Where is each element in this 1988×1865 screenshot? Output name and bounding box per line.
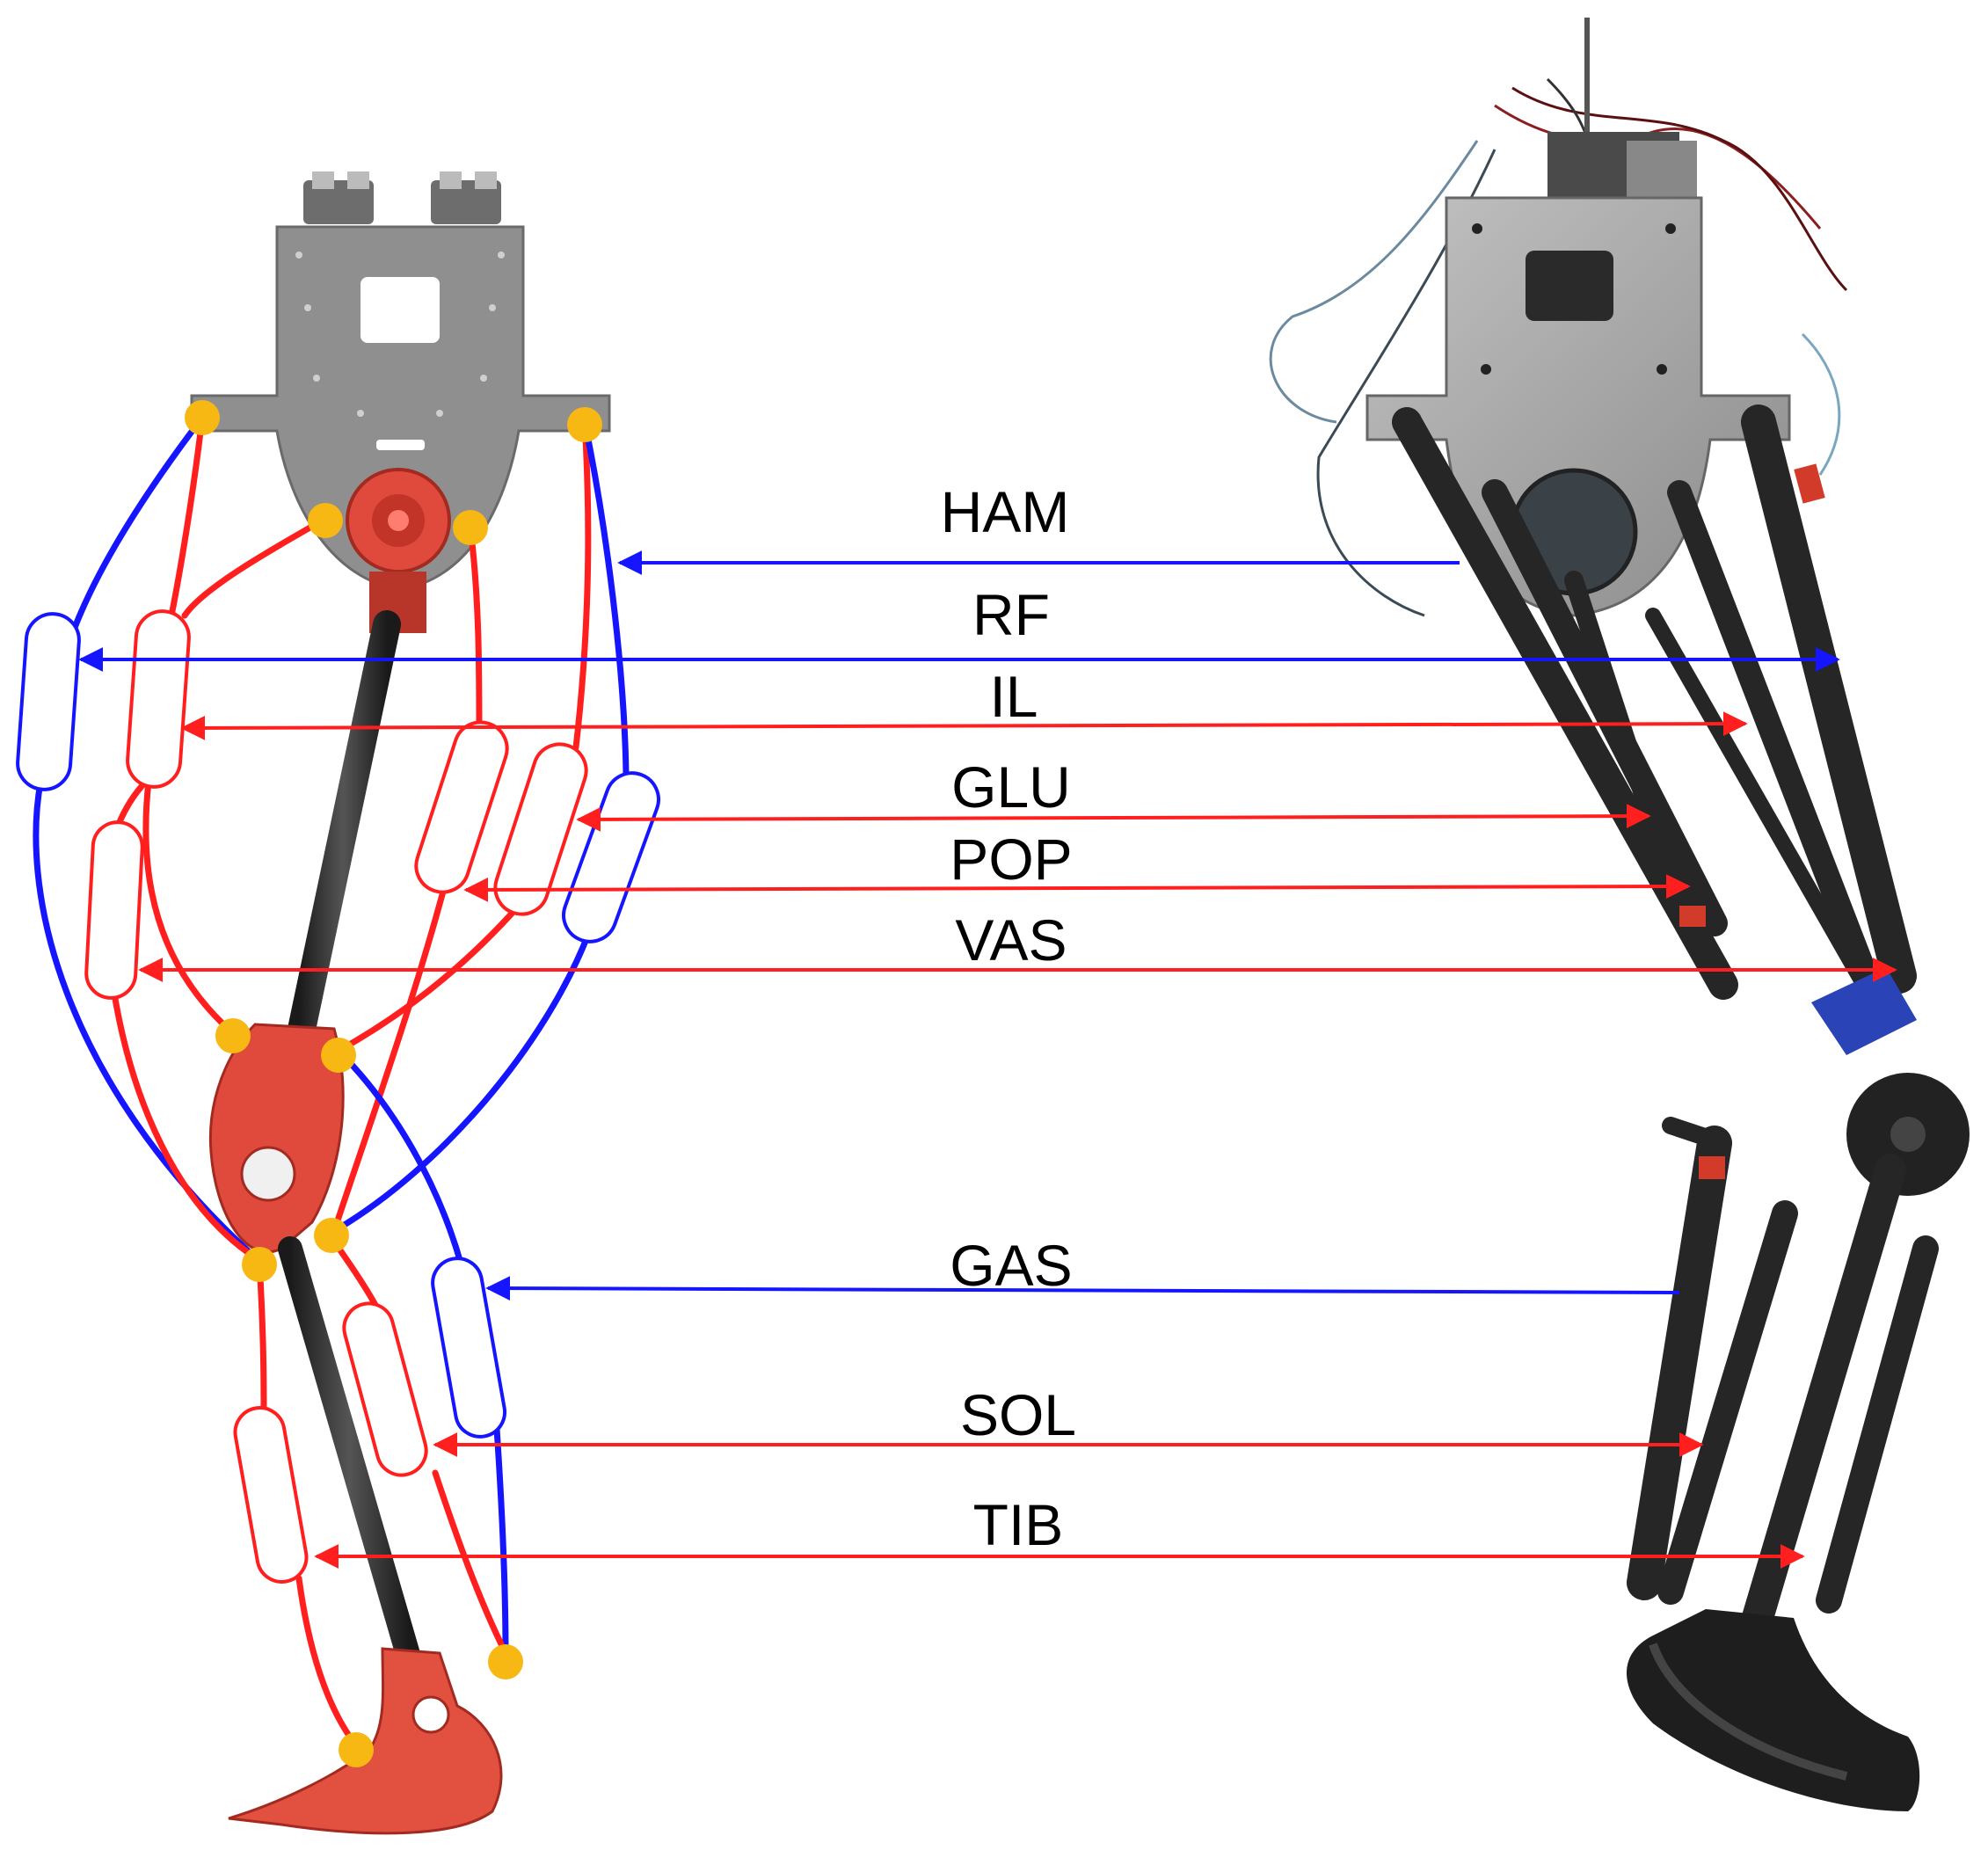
attach-hip-left (308, 503, 343, 538)
capsule-gas (431, 1257, 507, 1439)
muscle-labels: HAM RF IL GLU POP VAS GAS SOL TIB (941, 479, 1076, 1557)
capsule-il (84, 820, 144, 1000)
pelvis-window (360, 277, 440, 343)
attach-knee-right (321, 1038, 356, 1073)
attach-knee-left (215, 1018, 251, 1053)
pelvis-slot (376, 440, 425, 450)
arrow-pop (463, 874, 1691, 902)
label-ham: HAM (941, 479, 1070, 544)
label-il: IL (989, 664, 1038, 729)
robot-knee-bracket (1811, 967, 1917, 1055)
label-rf: RF (972, 582, 1050, 647)
muscle-mapping-arrows (78, 550, 1897, 1569)
label-tib: TIB (973, 1492, 1064, 1557)
label-sol: SOL (960, 1382, 1076, 1447)
robot-shank-tubes (1627, 1117, 1939, 1660)
label-vas: VAS (955, 907, 1067, 973)
capsule-sol (342, 1301, 428, 1477)
connector-blocks (303, 171, 501, 224)
label-glu: GLU (951, 754, 1071, 820)
label-pop: POP (950, 827, 1072, 892)
arrow-glu (576, 804, 1651, 832)
schematic-leg (16, 171, 660, 1835)
thigh-shaft (285, 610, 401, 1056)
attach-shank-left (242, 1247, 277, 1282)
robot-foot (1627, 1609, 1920, 1811)
attach-pelvis-left (185, 400, 220, 435)
knee-joint (240, 1146, 296, 1202)
arrow-il (180, 711, 1748, 740)
attachment-points (185, 400, 602, 1767)
attach-foot (339, 1732, 374, 1767)
attach-shank-right (314, 1218, 349, 1253)
knee-shell (208, 1023, 345, 1254)
capsule-ham (16, 612, 81, 791)
shank-shaft (278, 1236, 421, 1670)
label-gas: GAS (950, 1233, 1072, 1298)
capsule-rf (126, 609, 191, 789)
attach-hip-right (453, 510, 488, 545)
capsule-pop (493, 742, 588, 916)
arrow-gas (485, 1276, 1680, 1301)
attach-ankle (488, 1644, 523, 1679)
ankle-foot (228, 1647, 503, 1835)
robot-photo (1269, 18, 1970, 1811)
attach-pelvis-right (567, 407, 602, 442)
capsule-tib (233, 1406, 309, 1584)
